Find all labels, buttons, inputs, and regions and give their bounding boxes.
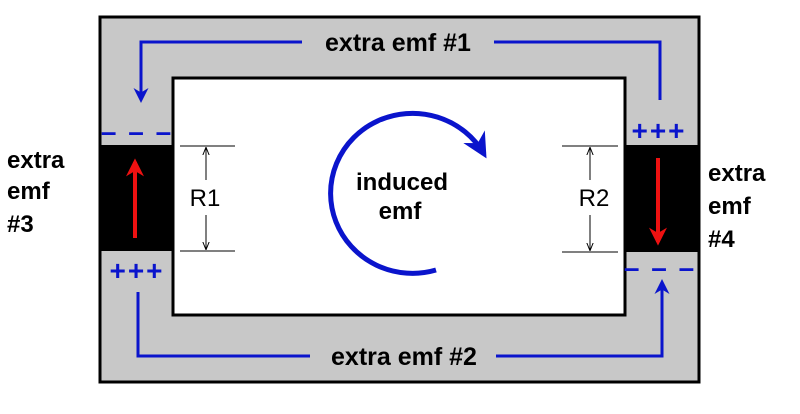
label-r1: R1 <box>190 185 221 212</box>
sign-right-bottom: – – – <box>624 252 696 283</box>
label-extra-emf-3-line1: extra <box>7 147 65 174</box>
emf1-arrow-left <box>133 40 302 103</box>
sign-left-top: – – – <box>101 116 173 147</box>
label-extra-emf-4-line2: emf <box>708 193 752 220</box>
emf2-arrow-left <box>136 292 310 358</box>
label-extra-emf-4-line3: #4 <box>708 226 735 253</box>
label-extra-emf-3-line2: emf <box>7 178 51 205</box>
label-extra-emf-3-line3: #3 <box>7 211 34 238</box>
sign-left-bottom: +++ <box>109 255 164 286</box>
label-emf: emf <box>379 198 423 225</box>
label-r2: R2 <box>579 185 610 212</box>
induced-emf-arrow <box>328 110 487 276</box>
resistor-right <box>625 145 699 252</box>
label-extra-emf-1: extra emf #1 <box>325 29 471 57</box>
sign-right-top: +++ <box>631 115 686 146</box>
emf2-arrow-right <box>496 279 670 358</box>
label-extra-emf-4-line1: extra <box>708 160 766 187</box>
label-induced: induced <box>356 169 448 196</box>
inner-window <box>171 76 627 317</box>
label-extra-emf-2: extra emf #2 <box>331 343 477 371</box>
emf1-arrow-right <box>494 40 662 100</box>
